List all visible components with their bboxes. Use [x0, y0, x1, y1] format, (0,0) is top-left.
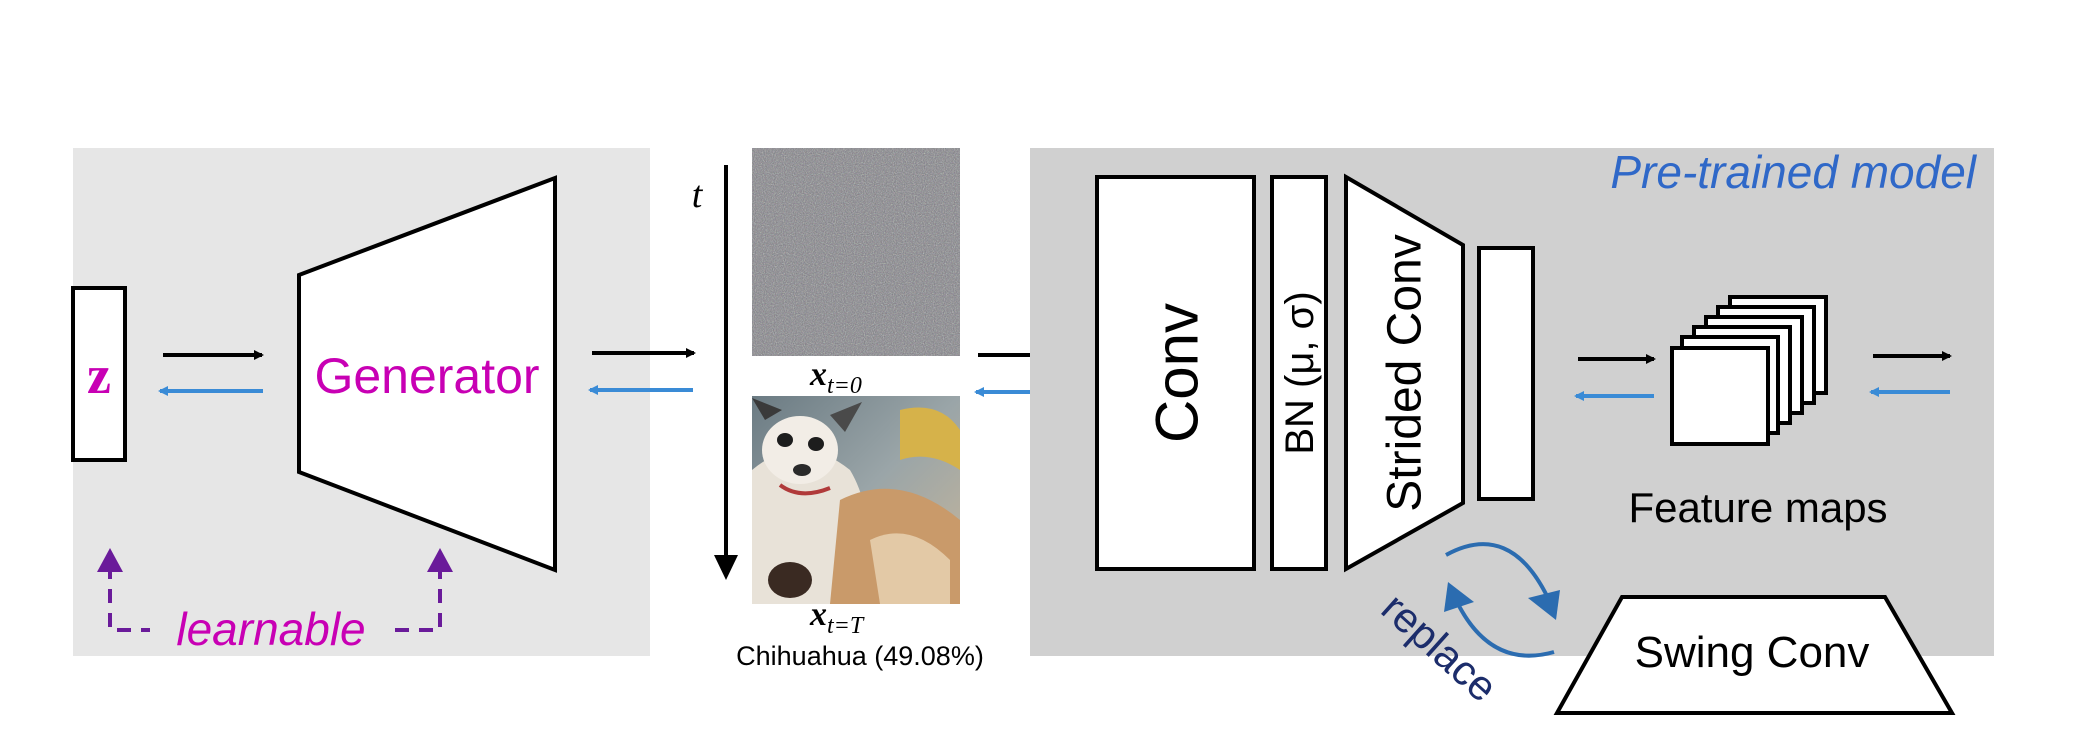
synthesized-dog-image — [752, 396, 960, 604]
time-axis-label: t — [692, 174, 704, 216]
conv-block — [1095, 175, 1256, 571]
conv-label: Conv — [1144, 303, 1211, 443]
strided-conv-label: Strided Conv — [1379, 234, 1432, 511]
output-block — [1477, 246, 1535, 501]
generator-block — [297, 175, 557, 573]
z-latent-box — [71, 286, 127, 462]
learnable-label: learnable — [176, 603, 365, 655]
swing-conv-block — [1553, 595, 1956, 715]
bn-block — [1270, 175, 1328, 571]
up-arrowhead-icon — [427, 548, 453, 572]
prediction-label: Chihuahua (49.08%) — [736, 641, 984, 671]
x-t0-label: xt=0 — [809, 356, 862, 399]
swap-arrowhead-icon — [1528, 590, 1560, 620]
strided-conv-block — [1344, 173, 1465, 573]
feature-maps-label: Feature maps — [1628, 484, 1887, 531]
z-label: z — [87, 345, 111, 405]
swap-arrow-icon — [1454, 599, 1555, 658]
up-arrowhead-icon — [97, 548, 123, 572]
pretrained-model-title: Pre-trained model — [1610, 146, 1977, 198]
time-axis-arrowhead-icon — [714, 555, 738, 580]
generator-label: Generator — [314, 348, 539, 404]
swing-conv-label: Swing Conv — [1635, 628, 1870, 677]
swap-arrow-icon — [1445, 542, 1550, 599]
noise-image — [752, 148, 960, 356]
bn-label: BN (μ, σ) — [1278, 291, 1322, 454]
swap-arrowhead-icon — [1444, 582, 1474, 612]
feature-maps-icon — [1670, 295, 1828, 446]
x-tT-label: xt=T — [809, 596, 865, 639]
